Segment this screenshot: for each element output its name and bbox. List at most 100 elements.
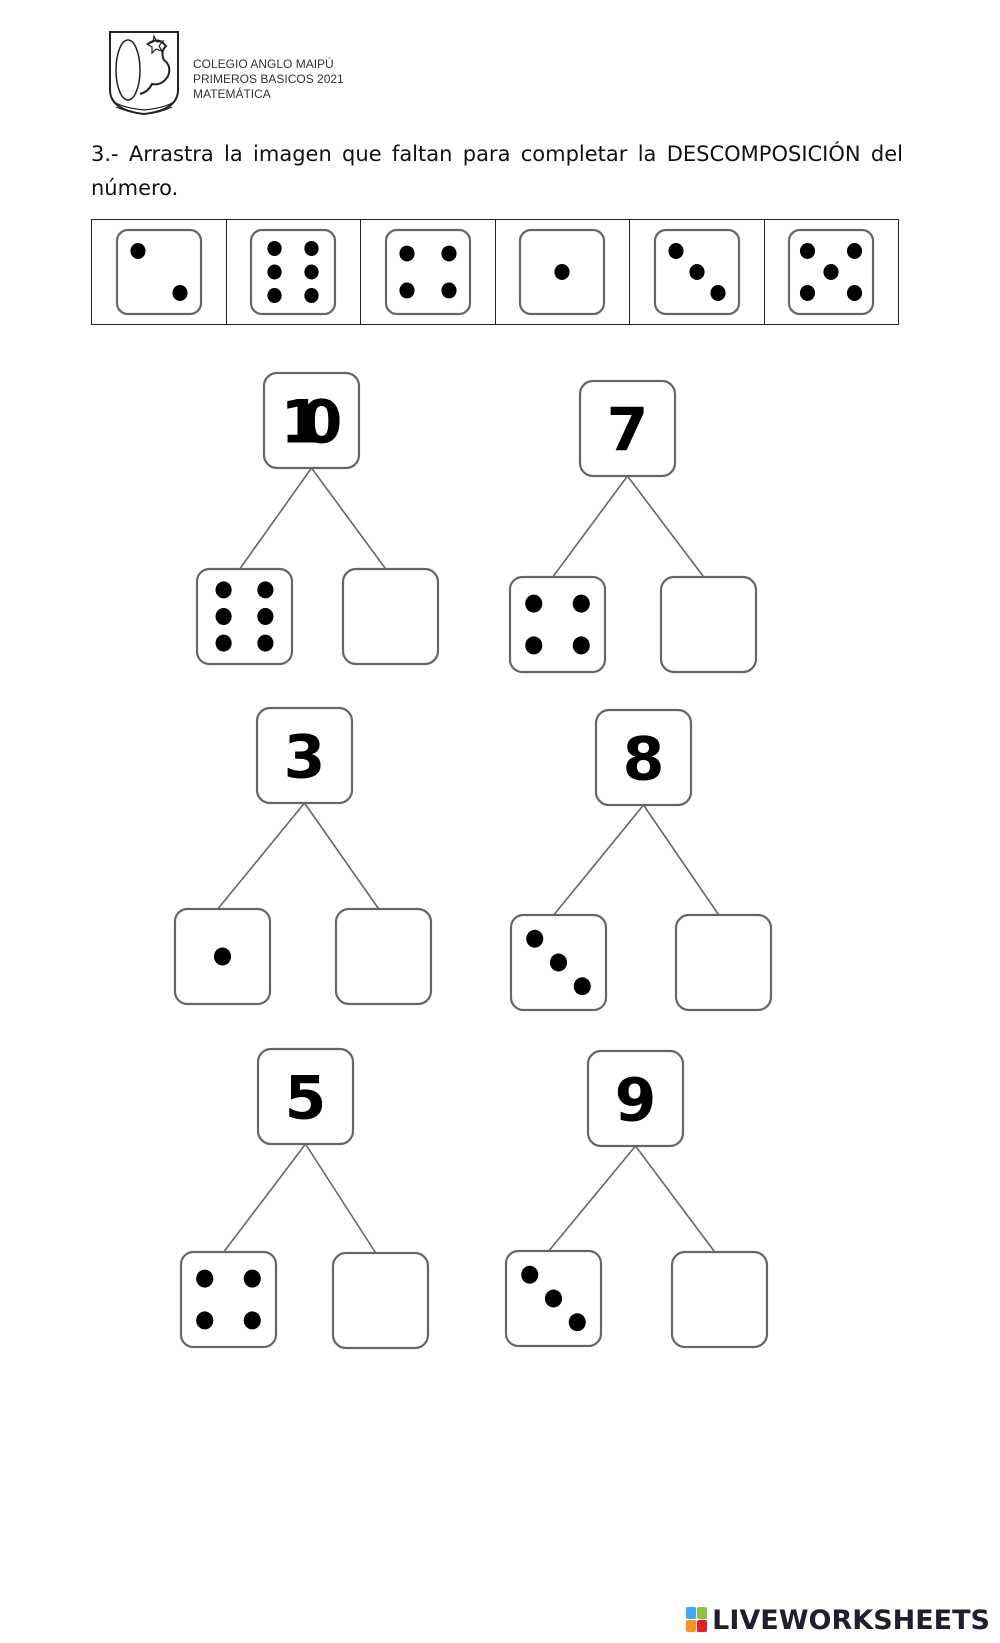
branch-line [552,475,629,578]
branch-line [553,804,645,916]
branch-line [548,1145,637,1252]
drop-target-box[interactable] [331,1251,430,1350]
logo-square [697,1607,708,1619]
school-crest-icon [109,31,179,116]
total-box [578,379,677,478]
draggable-die-5[interactable] [788,228,875,316]
die-pip [823,264,839,280]
answer-bank-die-3[interactable] [383,227,473,317]
die-pip [573,977,591,996]
die-pip [257,634,274,652]
logo-square [686,1607,697,1619]
die-pip [800,285,816,301]
die-pip [130,243,146,259]
drop-target-box[interactable] [670,1250,769,1349]
die-pip [399,282,415,299]
answer-bank-cell [496,220,630,324]
die-pip [441,245,457,262]
decomposition-tree-5: 5 [179,1047,430,1350]
drop-target-box[interactable] [659,575,758,674]
branch-line [239,467,313,570]
die-face [179,1250,278,1349]
die-pip [267,264,282,280]
known-part-die[interactable] [179,1250,278,1349]
die-face [195,567,294,666]
branch-line [310,467,387,570]
die-pip [572,594,590,613]
answer-bank-die-1[interactable] [114,227,204,317]
branch-line [642,804,720,916]
liveworksheets-logo: LIVEWORKSHEETS [686,1603,990,1637]
answer-bank-cell [361,220,496,324]
die-pip [257,581,274,599]
answer-bank-die-2[interactable] [248,227,338,317]
total-box [255,706,354,805]
answer-bank-cell [765,220,899,324]
answer-bank-cell [227,220,361,324]
total-number: 5 [285,1064,327,1134]
die-pip [572,636,590,655]
draggable-die-1[interactable] [519,228,606,316]
school-header: COLEGIO ANGLO MAIPÚ PRIMEROS BASICOS 202… [108,30,508,120]
branch-line [217,802,306,910]
die-pip [689,264,705,280]
liveworksheets-brand: LIVEWORKSHEETS [712,1604,990,1636]
branch-line [303,802,380,910]
die-pip [549,953,568,972]
die-pip [215,634,232,652]
answer-bank [91,219,899,325]
known-part-die[interactable] [173,907,272,1006]
decomposition-tree-10: 10 [195,371,440,666]
die-pip [304,264,319,280]
decomposition-tree-7: 7 [508,379,758,674]
answer-bank-die-4[interactable] [517,227,607,317]
drop-target-box[interactable] [674,913,773,1012]
die-pip [847,243,863,259]
answer-bank-die-5[interactable] [652,227,742,317]
known-part-die[interactable] [508,575,607,674]
known-part-die[interactable] [195,567,294,666]
school-name: COLEGIO ANGLO MAIPÚ [193,57,334,71]
school-subject: MATEMÁTICA [193,87,271,101]
die-pip [257,608,274,625]
total-number: 3 [284,723,326,793]
die-pip [243,1269,261,1288]
drop-target-box[interactable] [334,907,433,1006]
school-info: COLEGIO ANGLO MAIPÚ PRIMEROS BASICOS 202… [193,57,344,102]
total-box [262,371,361,470]
logo-square [697,1620,708,1632]
die-pip [304,288,319,304]
die-pip [267,288,282,304]
total-box [586,1049,685,1148]
draggable-die-3[interactable] [653,228,740,316]
total-box [594,708,693,807]
die-pip [525,594,543,613]
die-pip [554,264,570,280]
known-part-die[interactable] [504,1249,603,1348]
die-pip [441,282,457,299]
die-pip [568,1313,586,1332]
answer-bank-die-6[interactable] [786,227,876,317]
liveworksheets-mark-icon [686,1607,708,1632]
total-number: 8 [623,725,665,795]
draggable-die-4[interactable] [384,228,471,316]
answer-bank-cell [630,220,765,324]
known-part-die[interactable] [509,913,608,1012]
die-pip [800,243,816,259]
drop-target-box[interactable] [341,567,440,666]
die-pip [668,243,684,259]
die-pip [213,947,232,966]
die-pip [215,608,232,625]
die-face [508,575,607,674]
branch-line [223,1143,307,1253]
draggable-die-6[interactable] [250,228,337,316]
die-pip [521,1265,539,1284]
branch-line [634,1145,716,1253]
die-pip [525,636,543,655]
school-course: PRIMEROS BASICOS 2021 [193,72,344,86]
die-pip [544,1289,563,1308]
die-pip [847,285,863,301]
instruction-text: 3.- Arrastra la imagen que faltan para c… [91,142,903,200]
draggable-die-2[interactable] [115,228,202,316]
die-pip [304,240,319,256]
